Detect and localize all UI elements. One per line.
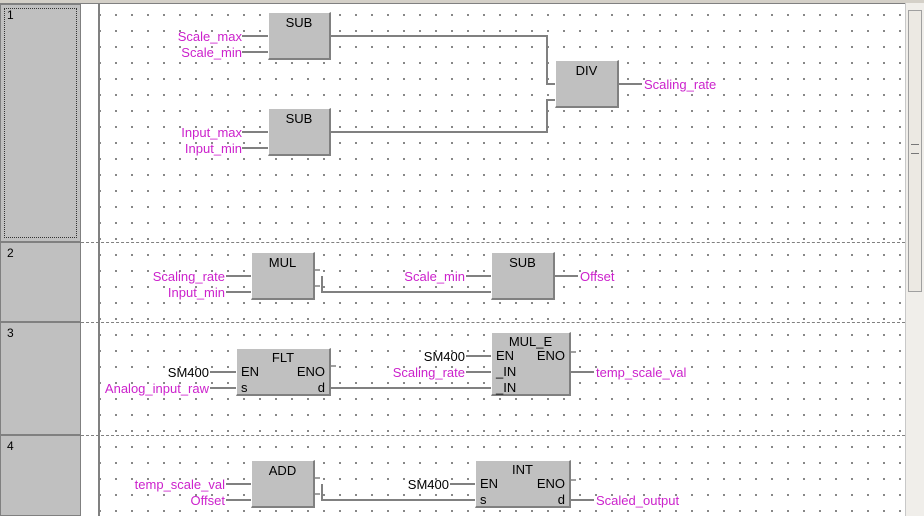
var-scaling-rate-out[interactable]: Scaling_rate (644, 77, 717, 92)
block-name: MUL_E (508, 334, 553, 349)
var-scaling-rate[interactable]: Scaling_rate (152, 269, 225, 284)
var-offset[interactable]: Offset (190, 493, 225, 508)
var-sm400[interactable]: SM400 (423, 349, 465, 364)
var-scale-max[interactable]: Scale_max (177, 29, 242, 44)
block-name: ADD (268, 463, 297, 478)
var-scaled-output[interactable]: Scaled_output (596, 493, 680, 508)
block-name: SUB (509, 255, 536, 270)
scrollbar-thumb[interactable] (908, 10, 922, 292)
var-analog-input-raw[interactable]: Analog_input_raw (104, 381, 209, 396)
sub-block-1[interactable]: SUB (268, 12, 331, 60)
block-name: FLT (271, 350, 295, 365)
block-name: DIV (575, 63, 598, 78)
left-power-rail (98, 3, 100, 516)
row-number: 4 (7, 439, 14, 453)
block-name: SUB (285, 15, 313, 30)
mul-e-block[interactable]: MUL_E EN ENO _IN _IN (491, 332, 571, 396)
block-name: SUB (285, 111, 313, 126)
sub-block-3[interactable]: SUB (491, 252, 555, 300)
row-number: 1 (7, 8, 14, 22)
div-block[interactable]: DIV (555, 60, 619, 108)
var-scaling-rate[interactable]: Scaling_rate (392, 365, 465, 380)
row-gutter-3[interactable]: 3 (0, 322, 81, 435)
row-separator (81, 322, 905, 323)
var-input-min[interactable]: Input_min (184, 141, 242, 156)
pin-en: EN (241, 364, 260, 379)
var-temp-scale-val[interactable]: temp_scale_val (134, 477, 225, 492)
pin-eno: ENO (296, 364, 325, 379)
var-sm400[interactable]: SM400 (167, 365, 209, 380)
block-name: MUL (268, 255, 297, 270)
var-temp-scale-val-out[interactable]: temp_scale_val (596, 365, 687, 380)
add-block[interactable]: ADD (251, 460, 315, 508)
pin-s: s (241, 380, 248, 395)
pin-d: d (317, 380, 325, 395)
var-sm400[interactable]: SM400 (407, 477, 449, 492)
mul-block[interactable]: MUL (251, 252, 315, 300)
flt-block[interactable]: FLT EN ENO s d (236, 348, 331, 396)
var-offset[interactable]: Offset (580, 269, 615, 284)
pin-s: s (480, 492, 487, 507)
int-block[interactable]: INT EN ENO s d (475, 460, 571, 508)
row-separator (81, 435, 905, 436)
row-separator (81, 242, 905, 243)
pin-in2: _IN (496, 380, 517, 395)
pin-eno: ENO (536, 348, 565, 363)
sub-block-2[interactable]: SUB (268, 108, 331, 156)
row-gutter-1[interactable]: 1 (0, 4, 81, 242)
var-scale-min[interactable]: Scale_min (404, 269, 465, 284)
pin-in1: _IN (496, 364, 517, 379)
pin-en: EN (480, 476, 499, 491)
pin-d: d (557, 492, 565, 507)
var-input-max[interactable]: Input_max (181, 125, 242, 140)
block-name: INT (512, 462, 533, 477)
var-scale-min[interactable]: Scale_min (181, 45, 242, 60)
row-gutter-4[interactable]: 4 (0, 435, 81, 516)
pin-eno: ENO (536, 476, 565, 491)
var-input-min[interactable]: Input_min (167, 285, 225, 300)
row-number: 3 (7, 326, 14, 340)
row-number: 2 (7, 246, 14, 260)
pin-en: EN (496, 348, 515, 363)
row-gutter-2[interactable]: 2 (0, 242, 81, 322)
